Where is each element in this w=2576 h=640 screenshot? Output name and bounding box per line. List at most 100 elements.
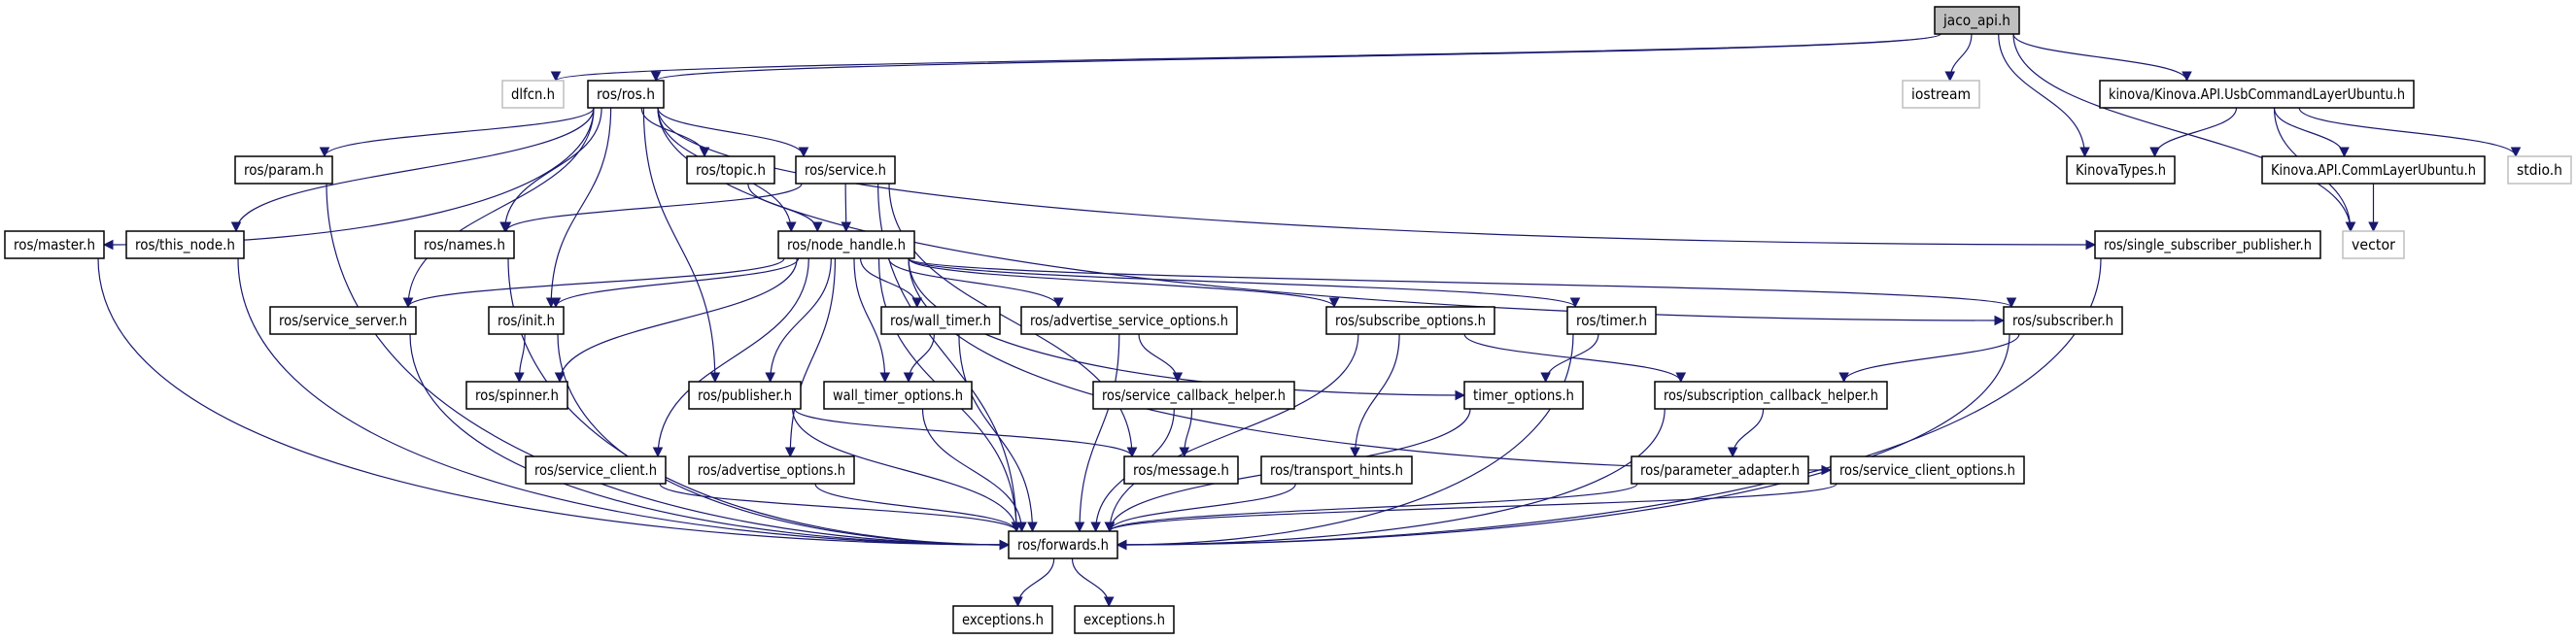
node-label: ros/transport_hints.h (1270, 461, 1403, 480)
node-box (1123, 455, 1239, 485)
node-box (465, 381, 568, 410)
node-aso[interactable]: ros/advertise_service_options.h (1020, 306, 1238, 335)
edge-node_handle-to-service_server (402, 257, 785, 309)
node-wall-timer[interactable]: ros/wall_timer.h (880, 306, 1001, 335)
node-label: jaco_api.h (1942, 12, 2010, 30)
node-subscribe-options[interactable]: ros/subscribe_options.h (1325, 306, 1495, 335)
node-comm[interactable]: Kinova.API.CommLayerUbuntu.h (2261, 155, 2486, 185)
node-jaco[interactable]: jaco_api.h (1934, 6, 2020, 35)
node-forwards[interactable]: ros/forwards.h (1008, 530, 1118, 559)
node-service-server[interactable]: ros/service_server.h (269, 306, 417, 335)
edge-service_client-to-forwards (659, 483, 1022, 533)
node-label: ros/advertise_service_options.h (1030, 312, 1228, 330)
node-param[interactable]: ros/param.h (234, 155, 333, 185)
edge-node_handle-to-publisher (765, 257, 832, 384)
edge-ros-to-names (499, 107, 602, 233)
node-publisher[interactable]: ros/publisher.h (688, 381, 802, 410)
edge-ros-to-this_node (230, 107, 595, 233)
edge-jaco-to-iostream (1944, 33, 1973, 83)
node-wto[interactable]: wall_timer_options.h (823, 381, 973, 410)
node-box (2003, 306, 2123, 335)
edge-subscribe_options-to-transport_hints (1350, 333, 1400, 458)
node-exc1[interactable]: exceptions.h (952, 605, 1053, 634)
node-label: ros/subscription_callback_helper.h (1664, 387, 1878, 405)
edge-jaco-to-ros (651, 33, 1941, 83)
node-names[interactable]: ros/names.h (414, 230, 515, 259)
node-box (501, 80, 565, 109)
node-box (414, 230, 515, 259)
node-box (4, 230, 105, 259)
node-box (1260, 455, 1413, 485)
node-box (2094, 230, 2321, 259)
edge-ros-to-init (545, 107, 612, 309)
node-this-node[interactable]: ros/this_node.h (125, 230, 245, 259)
node-ssp[interactable]: ros/single_subscriber_publisher.h (2094, 230, 2321, 259)
node-service[interactable]: ros/service.h (795, 155, 896, 185)
node-label: ros/single_subscriber_publisher.h (2104, 236, 2312, 254)
node-box (525, 455, 667, 485)
node-subscriber[interactable]: ros/subscriber.h (2003, 306, 2123, 335)
node-box (1902, 80, 1980, 109)
edge-service_server-to-forwards (409, 333, 1011, 551)
edge-node_handle-to-timer (908, 257, 1581, 309)
node-ros[interactable]: ros/ros.h (587, 80, 665, 109)
node-label: ros/subscribe_options.h (1335, 312, 1486, 330)
node-node-handle[interactable]: ros/node_handle.h (777, 230, 915, 259)
edge-node_handle-to-init (550, 257, 800, 309)
node-timer-options[interactable]: timer_options.h (1463, 381, 1584, 410)
edge-ros-to-ssp (657, 107, 2097, 251)
node-label: ros/spinner.h (475, 387, 559, 404)
node-box (688, 455, 855, 485)
node-service-client[interactable]: ros/service_client.h (525, 455, 667, 485)
edge-node_handle-to-wto (853, 257, 891, 384)
node-adv-opts[interactable]: ros/advertise_options.h (688, 455, 855, 485)
edge-jaco-to-vector (2012, 33, 2356, 233)
node-box (2099, 80, 2415, 109)
node-box (1631, 455, 1809, 485)
node-dlfcn[interactable]: dlfcn.h (501, 80, 565, 109)
node-box (488, 306, 565, 335)
node-label: KinovaTypes.h (2076, 161, 2166, 179)
edge-master-to-forwards (97, 257, 1011, 551)
node-label: wall_timer_options.h (833, 387, 963, 405)
node-master[interactable]: ros/master.h (4, 230, 105, 259)
node-usb[interactable]: kinova/Kinova.API.UsbCommandLayerUbuntu.… (2099, 80, 2415, 109)
edge-transport_hints-to-forwards (1104, 483, 1296, 533)
node-label: kinova/Kinova.API.UsbCommandLayerUbuntu.… (2109, 85, 2405, 103)
node-stdio[interactable]: stdio.h (2507, 155, 2572, 185)
edge-usb-to-comm (2273, 107, 2350, 158)
node-transport-hints[interactable]: ros/transport_hints.h (1260, 455, 1413, 485)
node-iostream[interactable]: iostream (1902, 80, 1980, 109)
edge-node_handle-to-spinner (554, 257, 798, 384)
edge-ros-to-service (657, 107, 809, 158)
node-spinner[interactable]: ros/spinner.h (465, 381, 568, 410)
edge-ros-to-master (102, 107, 595, 251)
node-exc2[interactable]: exceptions.h (1074, 605, 1175, 634)
node-init[interactable]: ros/init.h (488, 306, 565, 335)
edge-node_handle-to-sco (908, 257, 1833, 476)
node-vector[interactable]: vector (2342, 230, 2405, 259)
node-topic[interactable]: ros/topic.h (686, 155, 775, 185)
edge-usb-to-kinovatypes (2149, 107, 2238, 158)
node-subch[interactable]: ros/subscription_callback_helper.h (1654, 381, 1888, 410)
node-param-adapter[interactable]: ros/parameter_adapter.h (1631, 455, 1809, 485)
node-label: ros/service_server.h (279, 312, 407, 330)
edge-jaco-to-usb (2012, 33, 2192, 83)
node-box (1654, 381, 1888, 410)
edges-layer (97, 33, 2522, 608)
edge-service-to-node_handle (841, 183, 852, 233)
node-sch[interactable]: ros/service_callback_helper.h (1092, 381, 1295, 410)
node-sco[interactable]: ros/service_client_options.h (1830, 455, 2025, 485)
edge-ros-to-service_server (402, 107, 595, 309)
node-kinovatypes[interactable]: KinovaTypes.h (2066, 155, 2176, 185)
edge-init-to-forwards (557, 333, 1011, 551)
edge-wall_timer-to-forwards (958, 333, 1038, 533)
node-label: iostream (1911, 85, 1971, 103)
node-message[interactable]: ros/message.h (1123, 455, 1239, 485)
nodes-layer: jaco_api.h dlfcn.h ros/ros.h iostream kinova… (4, 6, 2572, 634)
node-timer[interactable]: ros/timer.h (1566, 306, 1657, 335)
edge-node_handle-to-aso (888, 257, 1064, 309)
node-label: exceptions.h (962, 611, 1044, 628)
node-box (1074, 605, 1175, 634)
